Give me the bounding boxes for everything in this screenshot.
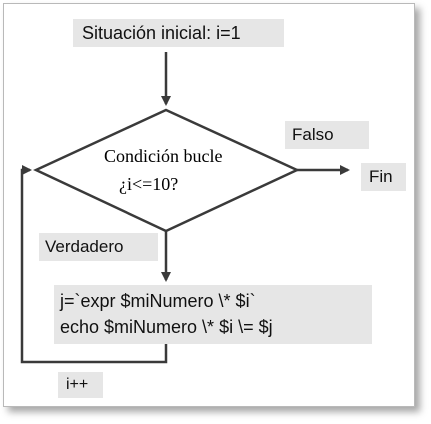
loop-body-line-2: echo $miNumero \* $i \= $j — [60, 317, 273, 337]
end-label: Fin — [361, 163, 406, 191]
start-label: Situación inicial: i=1 — [73, 19, 284, 47]
condition-diamond — [33, 108, 300, 233]
increment-label: i++ — [58, 372, 103, 398]
condition-text-line1: Condición bucle — [104, 146, 223, 166]
loop-body-box: j=`expr $miNumero \* $i` echo $miNumero … — [54, 285, 372, 344]
loop-back-arrow — [20, 165, 168, 364]
true-branch-label: Verdadero — [39, 233, 158, 261]
condition-text-line2: ¿i<=10? — [119, 174, 179, 194]
loop-body-line-1: j=`expr $miNumero \* $i` — [60, 291, 256, 311]
false-branch-label: Falso — [285, 121, 369, 149]
